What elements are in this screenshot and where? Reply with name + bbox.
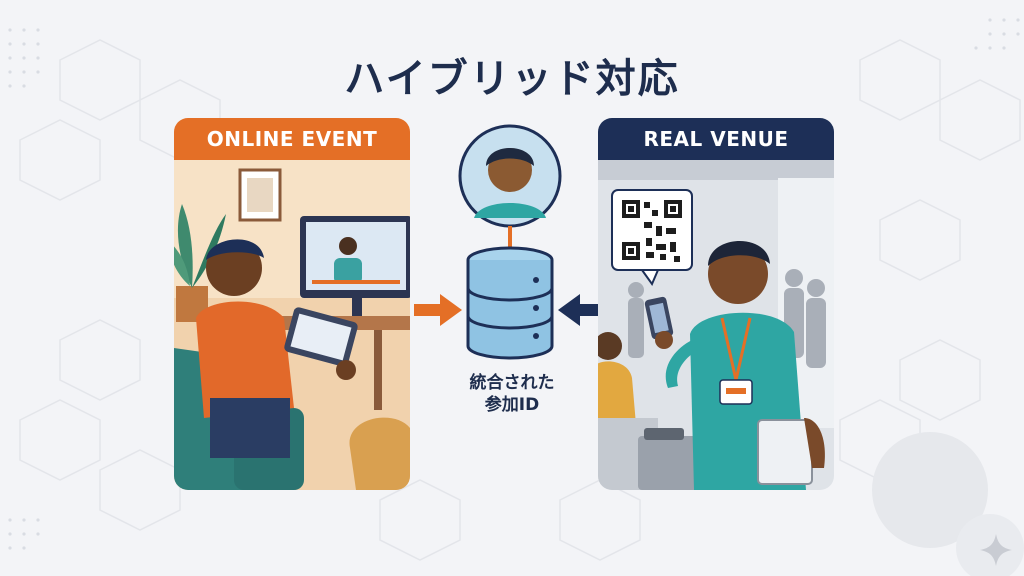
real-venue-header: REAL VENUE [598, 118, 834, 160]
database-icon [466, 246, 554, 360]
arrow-right-icon [414, 294, 462, 326]
unified-id-label: 統合された 参加ID [445, 372, 579, 416]
real-venue-illustration [598, 118, 834, 490]
qr-code-icon [611, 189, 693, 287]
unified-id-label-line2: 参加ID [484, 395, 540, 415]
page-title: ハイブリッド対応 [344, 56, 680, 102]
sparkle-icon [980, 534, 1012, 566]
online-event-illustration [174, 118, 410, 490]
real-venue-panel: REAL VENUE [598, 118, 834, 490]
user-avatar-icon [458, 124, 562, 228]
unified-id-label-line1: 統合された [469, 373, 555, 393]
connector-line [508, 226, 512, 248]
online-event-header: ONLINE EVENT [174, 118, 410, 160]
center-diagram [414, 124, 606, 360]
online-event-panel: ONLINE EVENT [174, 118, 410, 490]
